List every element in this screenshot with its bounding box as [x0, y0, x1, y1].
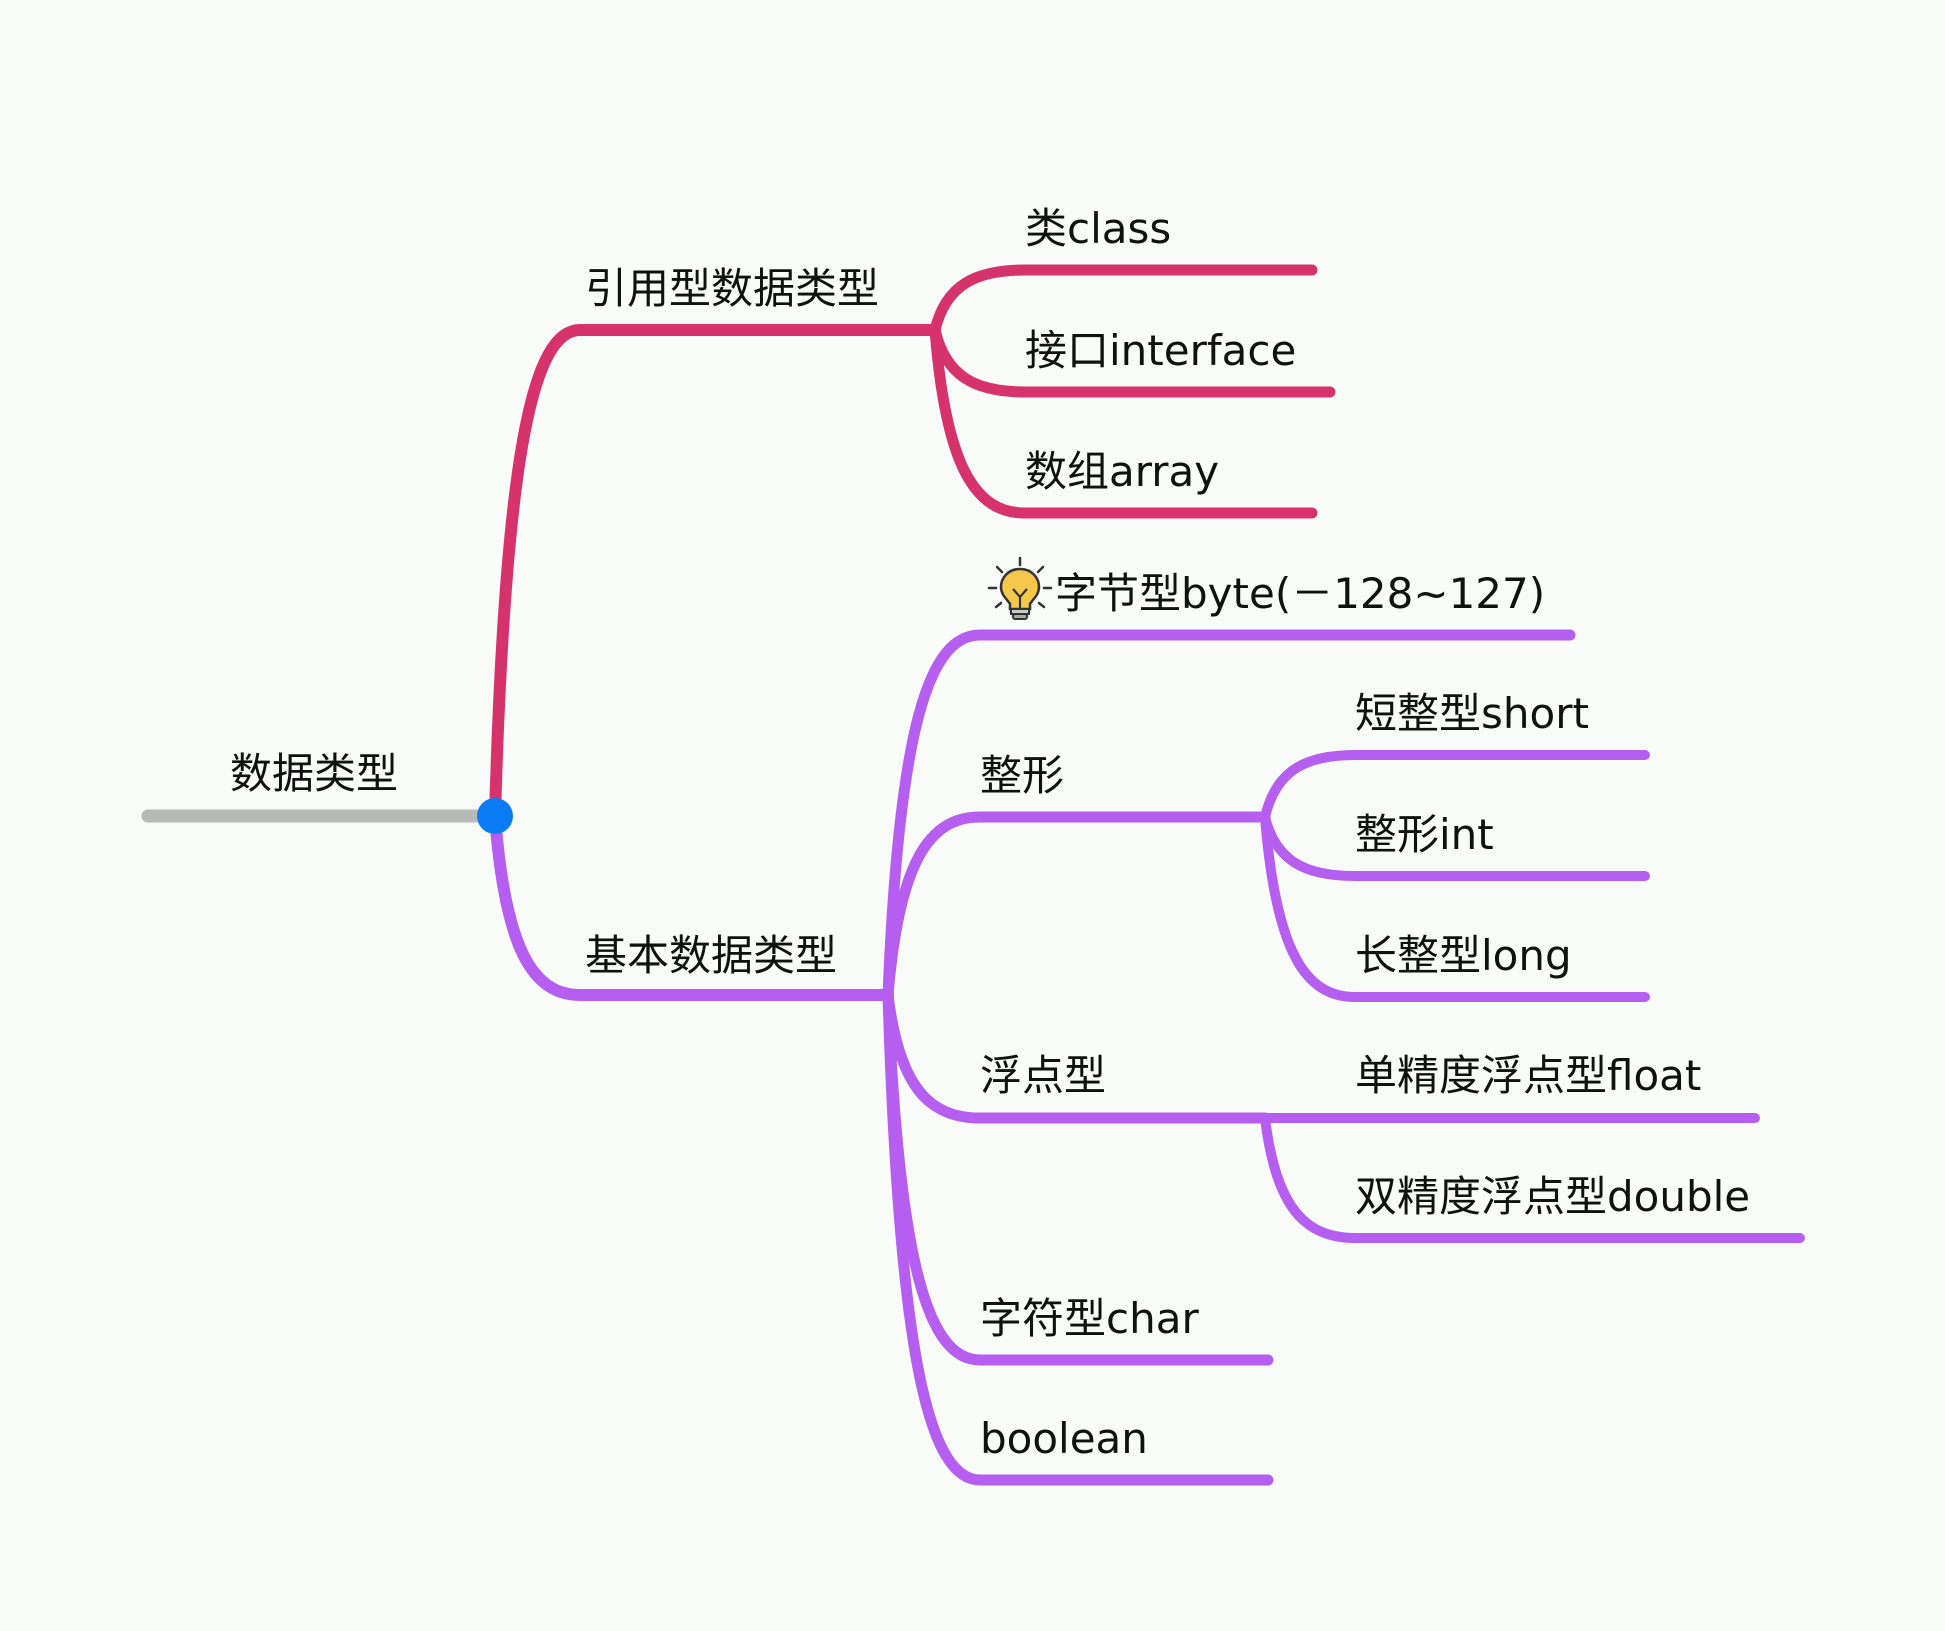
node-float[interactable]: 单精度浮点型float: [1355, 1051, 1702, 1100]
node-array[interactable]: 数组array: [1025, 447, 1220, 496]
edge-boolean: [882, 989, 1274, 1486]
root-node-label[interactable]: 数据类型: [230, 749, 399, 798]
node-class[interactable]: 类class: [1025, 204, 1172, 253]
edge-primitive-types: [489, 810, 894, 1001]
root-node-handle[interactable]: [477, 798, 513, 834]
node-interface[interactable]: 接口interface: [1025, 326, 1297, 375]
edge-short: [1260, 750, 1650, 822]
edge-array: [929, 324, 1318, 519]
edge-reference-types: [489, 324, 941, 822]
edge-byte: [882, 629, 1576, 1001]
node-char[interactable]: 字符型char: [980, 1294, 1199, 1343]
node-reference-types[interactable]: 引用型数据类型: [585, 264, 880, 313]
node-double[interactable]: 双精度浮点型double: [1355, 1172, 1751, 1221]
node-primitive-types[interactable]: 基本数据类型: [585, 931, 838, 980]
node-float-types[interactable]: 浮点型: [980, 1051, 1107, 1100]
node-long[interactable]: 长整型long: [1355, 931, 1572, 980]
edge-class: [929, 264, 1318, 336]
node-boolean[interactable]: boolean: [980, 1414, 1148, 1463]
node-short[interactable]: 短整型short: [1355, 689, 1589, 738]
node-int[interactable]: 整形int: [1355, 810, 1494, 859]
edge-long: [1260, 812, 1650, 1002]
edge-double: [1260, 1113, 1805, 1243]
lightbulb-icon: [987, 556, 1053, 620]
node-byte[interactable]: 字节型byte(－128~127): [1055, 569, 1546, 618]
edge-integer: [882, 811, 1271, 1001]
node-integer[interactable]: 整形: [980, 751, 1065, 800]
